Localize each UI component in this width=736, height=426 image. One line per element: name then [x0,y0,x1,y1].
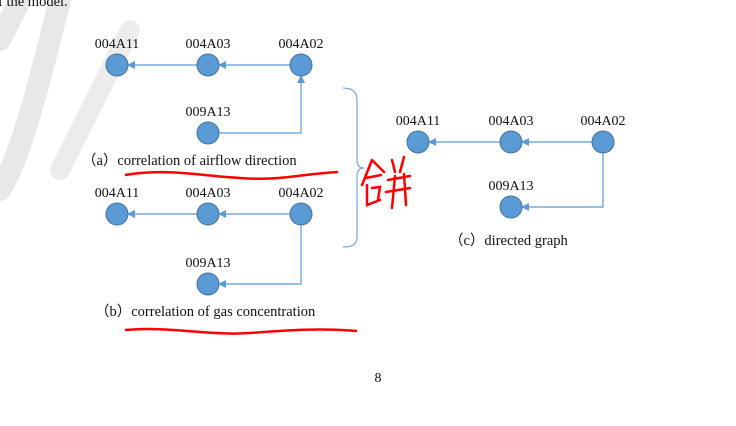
handwritten-underline-b [124,327,358,335]
node-label: 009A13 [488,179,533,194]
node-004A02 [591,130,615,154]
top-text: f the model. [0,0,68,10]
node-label: 004A02 [278,37,323,52]
node-label: 004A11 [95,37,140,52]
edge-004A02-to-009A13 [521,153,604,211]
node-label: 004A03 [488,114,533,129]
caption-a: （a）correlation of airflow direction [82,152,297,169]
node-009A13 [196,272,220,296]
node-004A02 [289,202,313,226]
node-label: 009A13 [185,256,230,271]
node-004A02 [289,53,313,77]
node-004A03 [499,130,523,154]
caption-b: （b）correlation of gas concentration [95,303,316,320]
node-label: 004A02 [278,186,323,201]
diagram-c: 004A11 004A03 004A02 009A13 （c）directed grap… [396,114,626,249]
node-004A11 [105,202,129,226]
node-label: 004A03 [185,37,230,52]
node-004A03 [196,202,220,226]
node-label: 009A13 [185,105,230,120]
node-004A11 [406,130,430,154]
node-label: 004A02 [580,114,625,129]
edge-004A02-to-009A13 [218,225,302,288]
handwritten-underline-a [124,170,339,180]
node-009A13 [499,195,523,219]
caption-c: （c）directed graph [449,232,569,249]
node-label: 004A11 [396,114,441,129]
diagram-a: 004A11 004A03 004A02 009A13 （a）correlation o… [82,37,324,169]
diagram-b: 004A11 004A03 004A02 009A13 （b）correlation o… [95,186,324,320]
node-004A11 [105,53,129,77]
page-number: 8 [375,371,382,386]
handwritten-annotation-merge [360,155,412,210]
node-label: 004A03 [185,186,230,201]
node-004A03 [196,53,220,77]
node-009A13 [196,121,220,145]
edge-009A13-to-004A02 [219,75,305,134]
merge-brace [342,87,365,248]
node-label: 004A11 [95,186,140,201]
watermark [0,0,140,201]
